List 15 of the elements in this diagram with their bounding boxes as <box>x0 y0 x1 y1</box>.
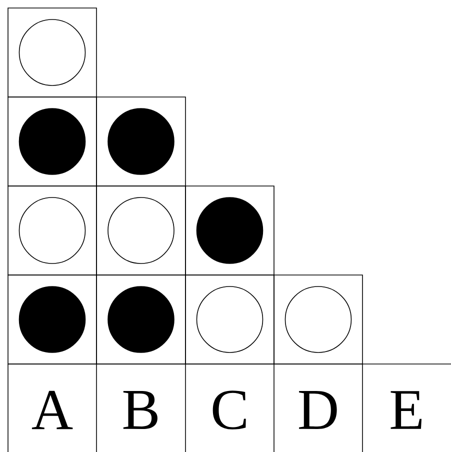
column-label: C <box>212 390 246 430</box>
filled-circle <box>18 108 86 175</box>
hollow-circle <box>18 197 86 264</box>
filled-circle <box>108 108 174 175</box>
column-label: A <box>32 390 73 430</box>
filled-circle <box>18 286 86 353</box>
hollow-circle <box>284 286 352 353</box>
column-label: E <box>390 391 422 429</box>
column-label: B <box>123 391 158 429</box>
hollow-circle <box>18 19 86 86</box>
hollow-circle <box>108 197 174 264</box>
filled-circle <box>196 197 264 264</box>
hollow-circle <box>196 286 264 353</box>
filled-circle <box>108 286 174 353</box>
column-label: D <box>299 391 337 429</box>
